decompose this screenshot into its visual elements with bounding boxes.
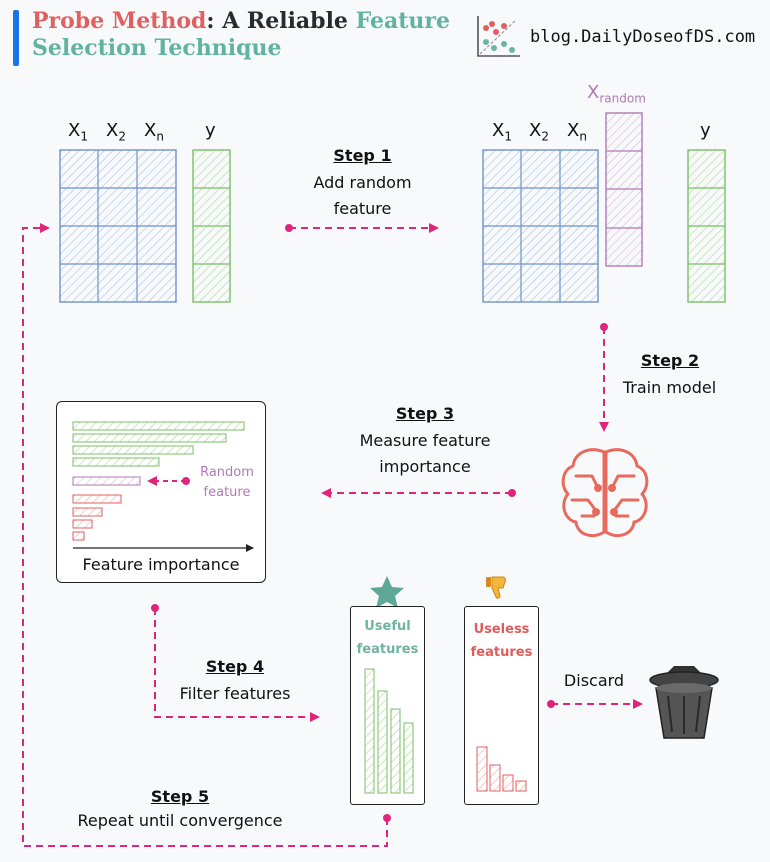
right-feature-matrix (482, 149, 599, 303)
label-y-left: y (205, 120, 216, 141)
trash-can-icon (649, 666, 719, 739)
label-x2-right: X2 (529, 120, 549, 144)
brain-circuit-icon (561, 448, 649, 538)
label-y-right: y (700, 120, 711, 141)
step2-title: Step 2 (640, 351, 700, 370)
blog-url: blog.DailyDoseofDS.com (530, 27, 756, 47)
label-xn-left: Xn (144, 120, 164, 144)
useless-features-bars (476, 746, 527, 792)
label-xn-right: Xn (567, 120, 587, 144)
label-x1-left: X1 (68, 120, 88, 144)
step4-arrow (151, 604, 320, 722)
feature-importance-caption: Feature importance (82, 555, 240, 574)
step4-text: Filter features (179, 684, 291, 703)
title-accent-bar (13, 10, 19, 66)
step5-arrow (22, 223, 391, 847)
thumbs-down-icon (486, 576, 506, 599)
step3-title: Step 3 (395, 404, 455, 423)
left-feature-matrix (59, 149, 177, 303)
label-xrandom: Xrandom (587, 82, 646, 106)
feature-importance-chart (72, 421, 254, 552)
step4-title: Step 4 (205, 657, 265, 676)
title-part-2: : A Reliable (206, 8, 356, 34)
left-target-column (192, 149, 231, 303)
scatter-plot-icon (477, 16, 520, 57)
step3-arrow (321, 488, 516, 498)
label-x1-right: X1 (492, 120, 512, 144)
label-x2-left: X2 (106, 120, 126, 144)
step1-arrow (285, 223, 439, 233)
step2-arrow (599, 323, 609, 432)
title-line-2: Selection Technique (32, 35, 282, 61)
right-target-column (687, 149, 726, 303)
title-part-3: Feature (355, 8, 450, 34)
discard-label: Discard (563, 671, 625, 690)
useful-features-bars (364, 668, 414, 794)
page-title: Probe Method: A Reliable Feature Selecti… (32, 8, 450, 62)
star-icon (370, 576, 404, 608)
title-part-1: Probe Method (32, 8, 207, 34)
step5-title: Step 5 (150, 787, 210, 806)
step1-title: Step 1 (333, 146, 392, 165)
step5-text: Repeat until convergence (77, 811, 283, 830)
random-feature-column (605, 112, 643, 267)
step2-text: Train model (622, 378, 717, 397)
discard-arrow (547, 699, 643, 709)
